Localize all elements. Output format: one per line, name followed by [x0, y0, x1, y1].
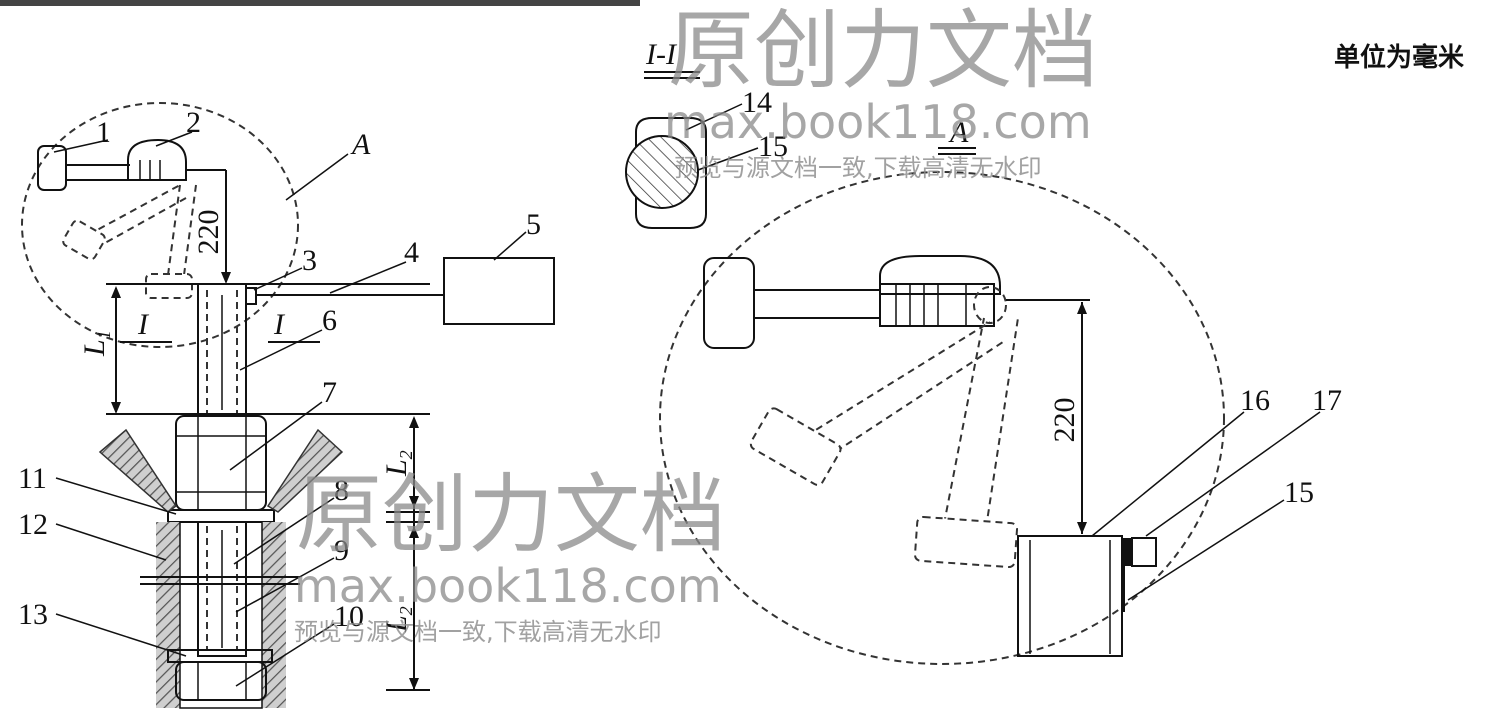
watermark-note-bottom: 预览与源文档一致,下载高清无水印 [294, 618, 662, 646]
detail-hand-grip [879, 283, 995, 327]
dimension-220-left: 220 [192, 210, 225, 255]
part-label-1: 1 [96, 116, 111, 149]
hand-grip [127, 138, 187, 181]
part-label-14: 14 [742, 86, 772, 119]
unit-note: 单位为毫米 [1334, 42, 1464, 73]
part-label-16: 16 [1240, 384, 1270, 417]
part-label-9: 9 [334, 534, 349, 567]
washer [167, 509, 275, 523]
lower-nut [175, 661, 267, 701]
detail-circle-a [21, 102, 299, 348]
detail-circle-large [659, 171, 1225, 665]
dimension-l1: L1 [78, 330, 114, 357]
part-label-15-section: 15 [758, 130, 788, 163]
groove-wall-left [98, 428, 178, 513]
part-label-3: 3 [302, 244, 317, 277]
watermark-url-top: max.book118.com [664, 95, 1092, 149]
dimension-220-right: 220 [1048, 398, 1081, 443]
part-label-12: 12 [18, 508, 48, 541]
watermark-note-top: 预览与源文档一致,下载高清无水印 [674, 154, 1042, 182]
cut-label-right: I [273, 308, 286, 341]
section-view-i-i: I-I [625, 38, 759, 229]
detail-callout-a: A [350, 128, 371, 161]
section-title: I-I [645, 38, 678, 71]
groove-wall-right [266, 428, 344, 513]
watermark-bottom: 原创力文档 max.book118.com 预览与源文档一致,下载高清无水印 [294, 465, 726, 646]
part-label-8: 8 [334, 474, 349, 507]
watermark-url-bottom: max.book118.com [294, 559, 722, 613]
watermark-brand-bottom: 原创力文档 [296, 465, 726, 565]
leader-lines-left [53, 131, 527, 687]
cropped-text-strip [0, 0, 640, 6]
cut-label-left: I [137, 308, 150, 341]
part-labels: 1 2 3 4 5 6 7 8 9 10 11 12 13 14 15 16 1… [18, 42, 1464, 633]
section-outer-ring [635, 117, 707, 229]
hammer-swing-dashed [62, 184, 197, 299]
watermark-brand-top: 原创力文档 [668, 1, 1098, 101]
watermark-top: 原创力文档 max.book118.com 预览与源文档一致,下载高清无水印 [664, 1, 1098, 182]
part-label-10: 10 [334, 600, 364, 633]
part-label-4: 4 [404, 236, 419, 269]
part-label-2: 2 [186, 106, 201, 139]
hammer-head [37, 145, 67, 191]
part-label-5: 5 [526, 208, 541, 241]
left-main-view: 220 [21, 102, 555, 709]
dimension-l2: L2 [380, 450, 416, 477]
part-label-17: 17 [1312, 384, 1342, 417]
part-label-6: 6 [322, 304, 337, 337]
data-recorder-box [443, 257, 555, 325]
upper-nut [175, 415, 267, 511]
detail-title: A [948, 116, 969, 149]
detail-hammer-head [703, 257, 755, 349]
detail-view-a: A 220 [659, 116, 1321, 665]
detail-sensor [1122, 538, 1132, 566]
section-bolt-hatched [625, 135, 699, 209]
dimension-l3: L2 [380, 606, 416, 633]
part-label-7: 7 [322, 376, 337, 409]
bolt-embedded [197, 521, 247, 657]
part-label-13: 13 [18, 598, 48, 631]
detail-hammer-swing-dashed [749, 317, 1019, 569]
part-label-11: 11 [18, 462, 47, 495]
detail-bolt-top [1017, 535, 1123, 657]
part-label-15-detail: 15 [1284, 476, 1314, 509]
